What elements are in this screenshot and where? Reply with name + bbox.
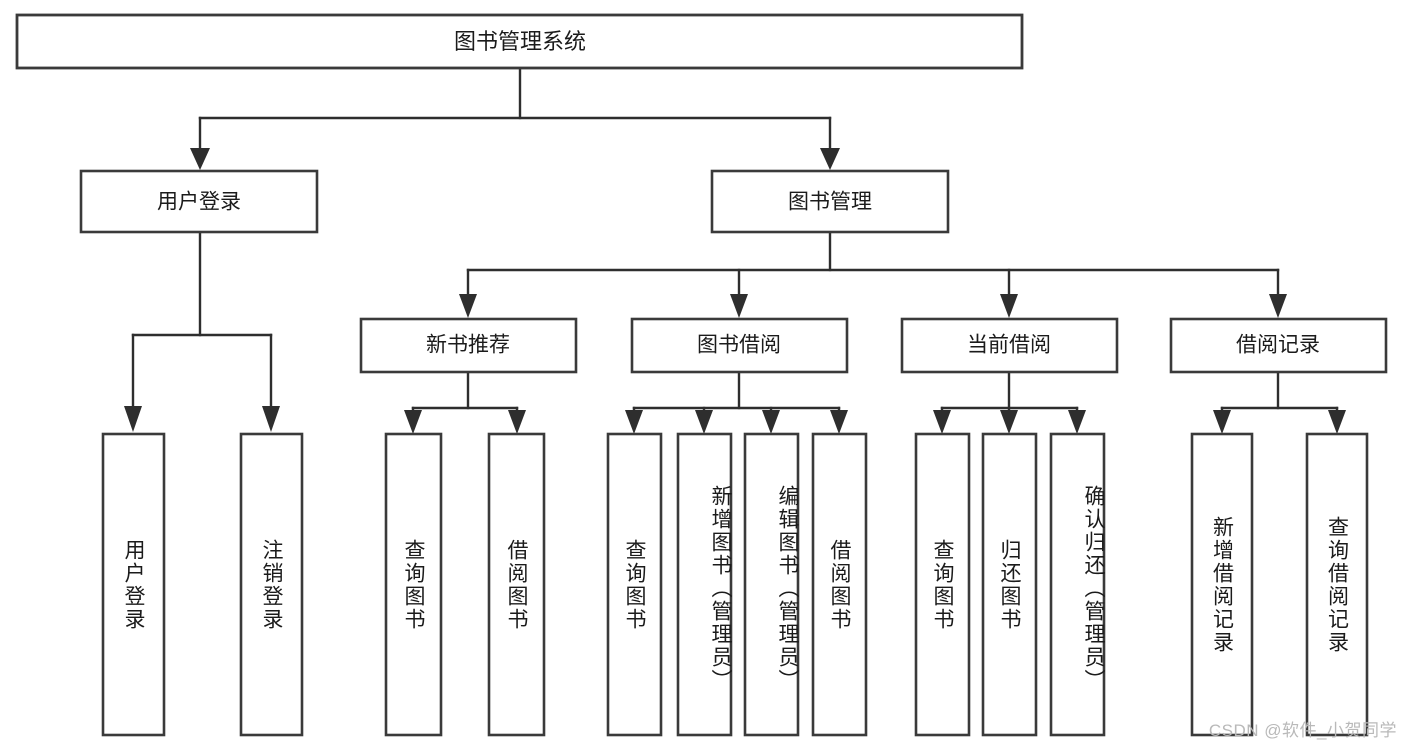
leaf-box-add-record[interactable]	[1190, 432, 1254, 737]
node-current-borrow[interactable]: 当前借阅	[900, 317, 1119, 374]
node-current-borrow-box[interactable]	[900, 317, 1119, 374]
node-new-book-recommend[interactable]: 新书推荐	[359, 317, 578, 374]
connector-group-book-manage	[459, 231, 1287, 318]
arrow-head-leaf-add-record	[1213, 410, 1231, 434]
arrow-head-user-login	[190, 148, 210, 170]
node-book-manage[interactable]: 图书管理	[710, 169, 950, 234]
node-borrow-record-box[interactable]	[1169, 317, 1388, 374]
connector-group-new-book-recommend	[404, 370, 526, 434]
arrow-head-leaf-query-book-2	[625, 410, 643, 434]
leaf-box-edit-book[interactable]	[743, 432, 800, 737]
connector-group-user-login	[124, 231, 280, 432]
node-root-box[interactable]	[15, 13, 1024, 70]
arrow-head-book-manage	[820, 148, 840, 170]
arrow-head-leaf-user-logout	[262, 406, 280, 432]
arrow-head-leaf-edit-book	[762, 410, 780, 434]
node-user-login-box[interactable]	[79, 169, 319, 234]
connector-group-current-borrow	[933, 370, 1086, 434]
node-book-manage-box[interactable]	[710, 169, 950, 234]
arrow-head-leaf-add-book	[695, 410, 713, 434]
leaf-box-user-login[interactable]	[101, 432, 166, 737]
leaf-box-confirm-return[interactable]	[1049, 432, 1106, 737]
leaf-box-add-book[interactable]	[676, 432, 733, 737]
node-book-manage-label: 图书管理	[788, 191, 872, 214]
leaf-box-borrow-book-2[interactable]	[811, 432, 868, 737]
node-user-login[interactable]: 用户登录	[79, 169, 319, 234]
arrow-head-leaf-query-book-1	[404, 410, 422, 434]
node-book-borrow[interactable]: 图书借阅	[630, 317, 849, 374]
node-root-label: 图书管理系统	[454, 29, 586, 54]
connector-group-root	[190, 66, 840, 170]
leaf-box-query-book-2[interactable]	[606, 432, 663, 737]
arrow-head-leaf-query-record	[1328, 410, 1346, 434]
leaf-box-query-book-3[interactable]	[914, 432, 971, 737]
connector-group-borrow-record	[1213, 370, 1346, 434]
node-user-login-label: 用户登录	[157, 191, 241, 214]
node-book-borrow-label: 图书借阅	[697, 334, 781, 357]
leaf-box-borrow-book-1[interactable]	[487, 432, 546, 737]
node-borrow-record[interactable]: 借阅记录	[1169, 317, 1388, 374]
arrow-head-borrow-record	[1269, 294, 1287, 318]
arrow-head-new-book-recommend	[459, 294, 477, 318]
node-new-book-recommend-label: 新书推荐	[426, 334, 510, 357]
node-borrow-record-label: 借阅记录	[1236, 334, 1320, 357]
arrow-head-leaf-borrow-book-2	[830, 410, 848, 434]
leaf-box-return-book[interactable]	[981, 432, 1038, 737]
node-new-book-recommend-box[interactable]	[359, 317, 578, 374]
arrow-head-leaf-borrow-book-1	[508, 410, 526, 434]
node-root[interactable]: 图书管理系统	[15, 13, 1024, 70]
connector-group-book-borrow	[625, 370, 848, 434]
leaf-box-user-logout[interactable]	[239, 432, 304, 737]
arrow-head-leaf-query-book-3	[933, 410, 951, 434]
node-current-borrow-label: 当前借阅	[967, 334, 1051, 357]
leaf-box-query-book-1[interactable]	[384, 432, 443, 737]
arrow-head-leaf-return-book	[1000, 410, 1018, 434]
arrow-head-current-borrow	[1000, 294, 1018, 318]
node-book-borrow-box[interactable]	[630, 317, 849, 374]
arrow-head-book-borrow	[730, 294, 748, 318]
arrow-head-leaf-confirm-return	[1068, 410, 1086, 434]
arrow-head-leaf-user-login	[124, 406, 142, 432]
leaf-box-query-record[interactable]	[1305, 432, 1369, 737]
watermark-text: CSDN @软件_小贺同学	[1208, 721, 1397, 740]
